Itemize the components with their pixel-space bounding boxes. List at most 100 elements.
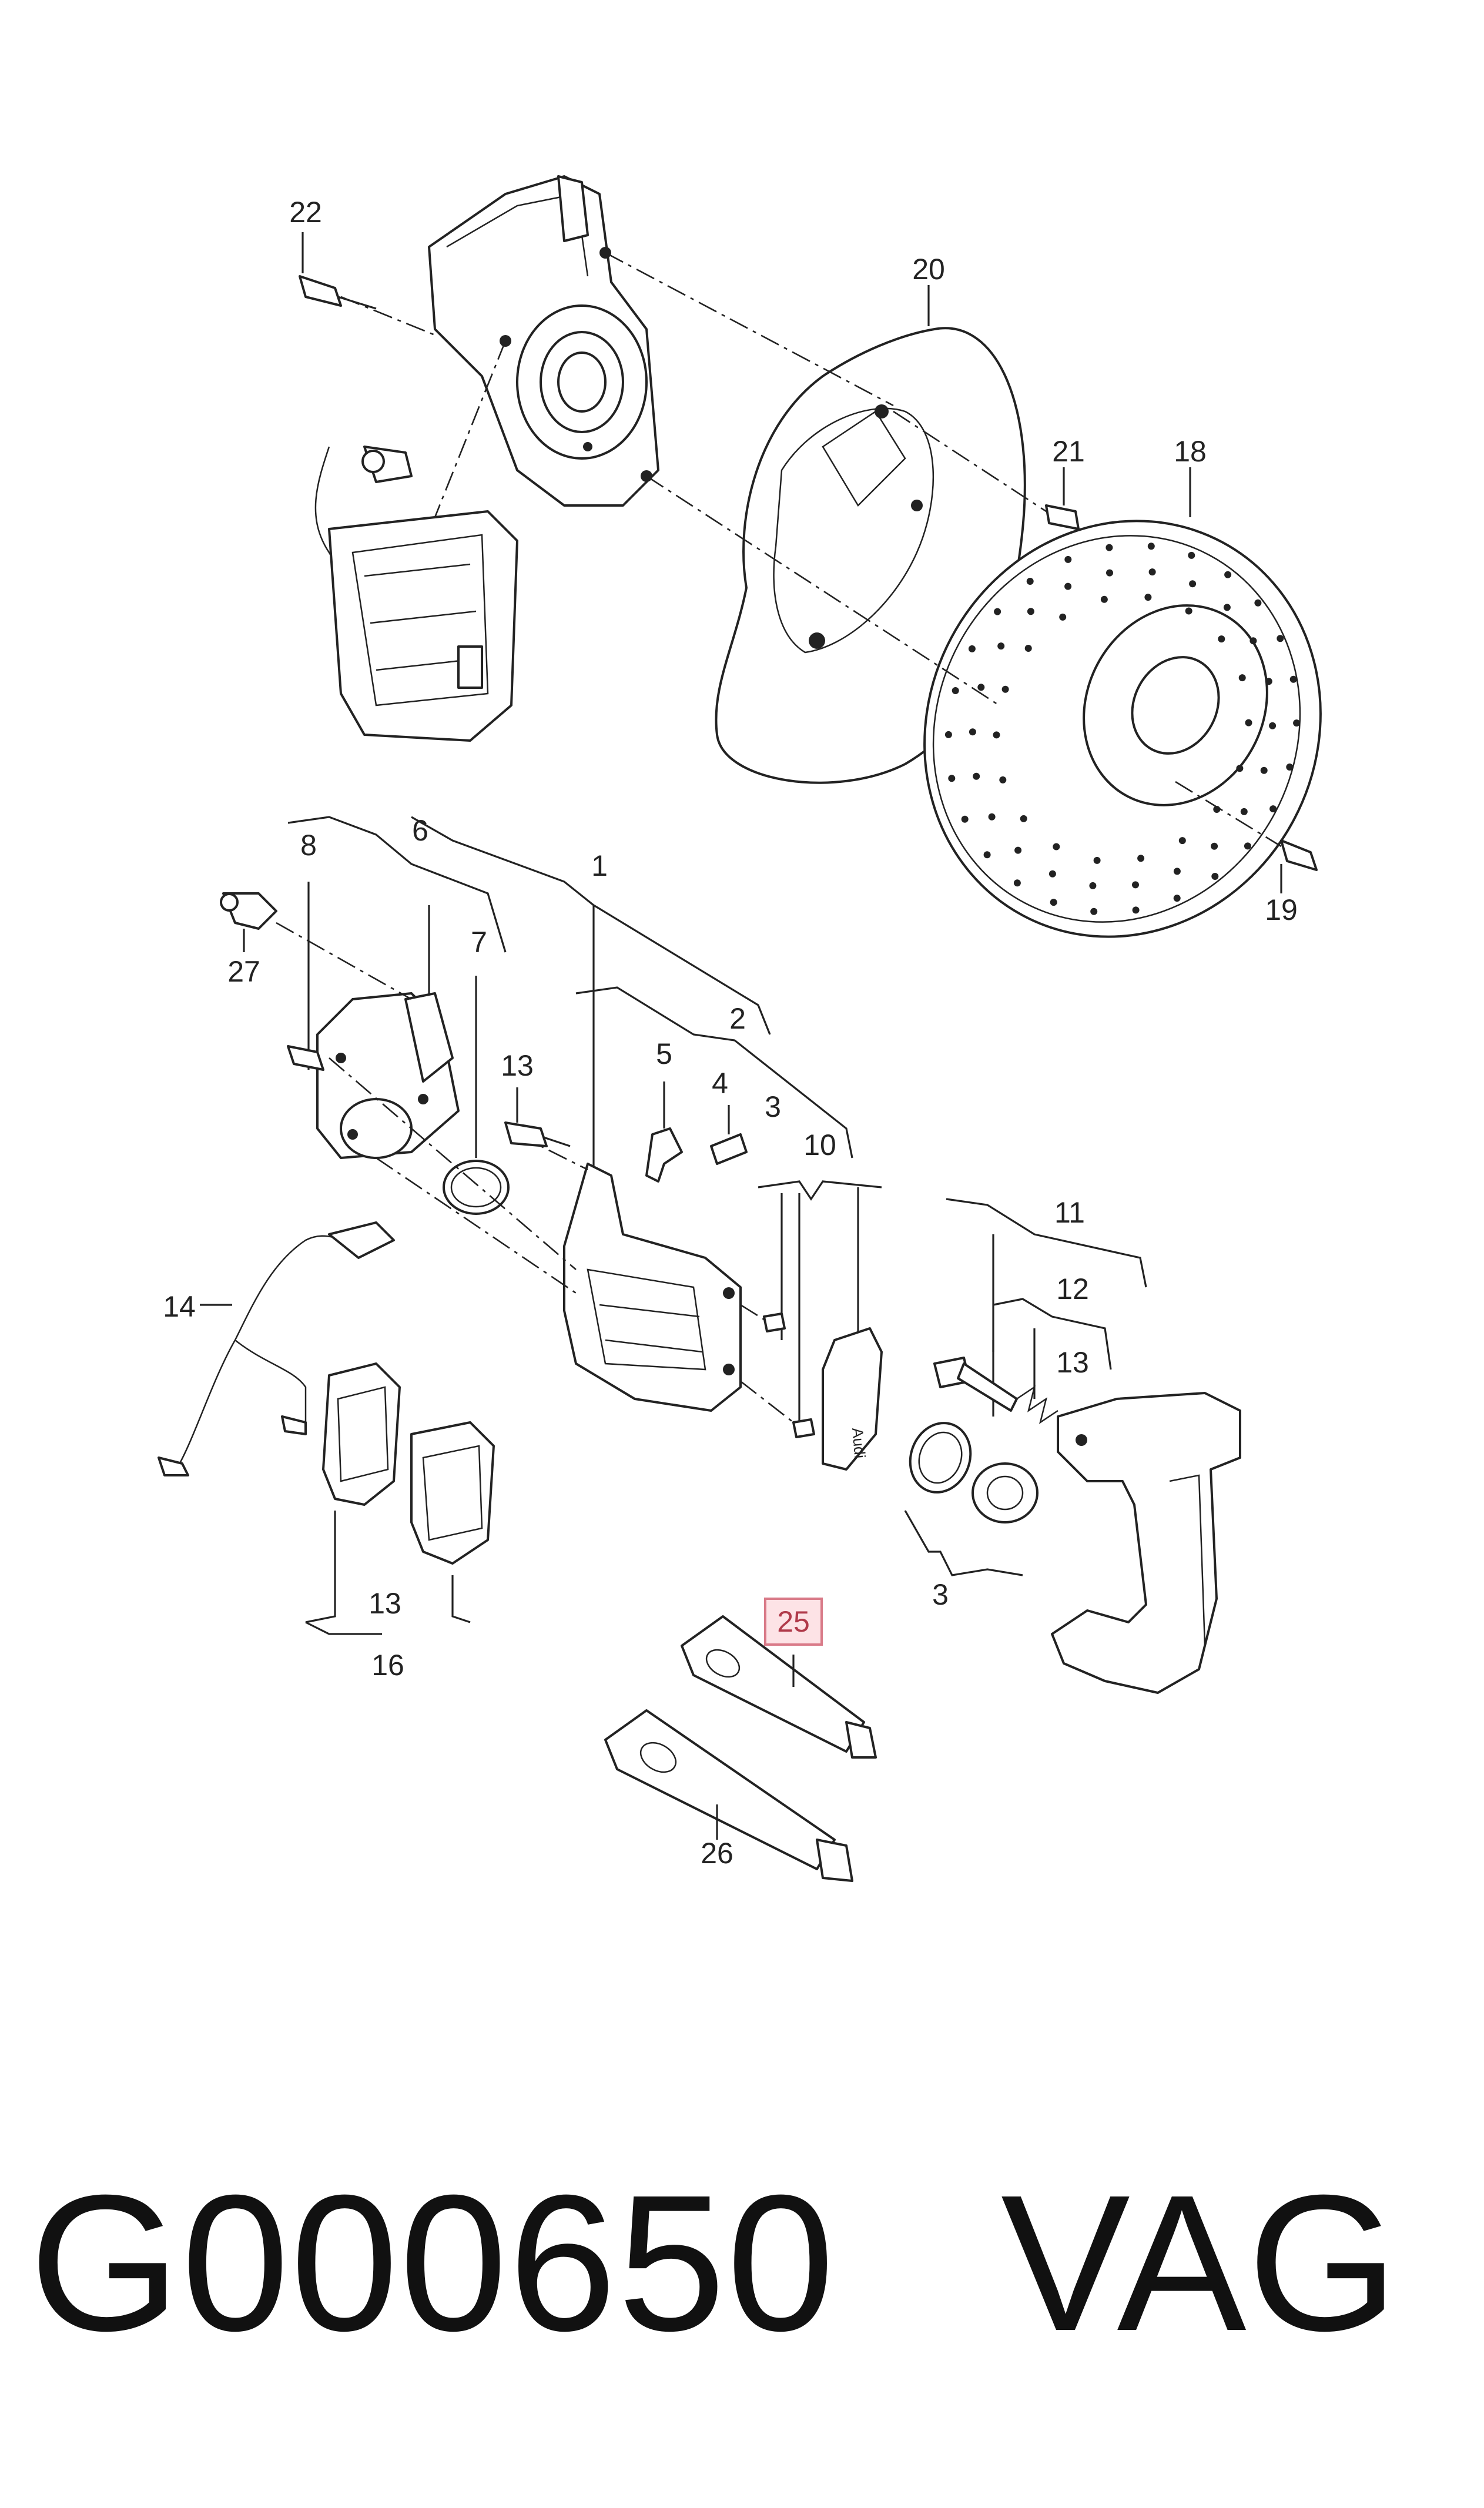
disc-hole [1178,837,1186,845]
brake-assembly-diagram: Audi [158,175,1322,1882]
bolt-icon [504,1121,571,1147]
disc-hole [1013,879,1021,887]
disc-hole [1132,906,1140,914]
disc-hole [969,728,976,736]
disc-hole [1223,604,1231,611]
callout-3-middle: 3 [765,1090,781,1123]
steering-knuckle-icon [428,175,659,507]
brake-pad-icon: Audi [822,1327,883,1471]
disc-hole [1286,764,1294,771]
bleed-valve-icon [645,1081,748,1183]
disc-hole [1244,842,1251,850]
disc-hole [1289,675,1297,683]
disc-hole [1064,555,1072,563]
disc-hole [968,645,976,652]
callout-25: 25 [777,1605,810,1638]
disc-hole [961,815,969,823]
callout-19: 19 [1265,893,1298,926]
callout-10: 10 [803,1129,836,1161]
disc-hole [1048,870,1056,878]
brake-pad-icon [322,1362,495,1565]
disc-hole [1064,582,1072,590]
grease-tube-icon [604,1709,853,1882]
callout-12: 12 [1056,1273,1089,1305]
callout-26: 26 [701,1837,733,1870]
disc-hole [973,772,980,780]
disc-hole [1148,568,1156,576]
disc-hole [1059,613,1067,621]
disc-hole [1100,595,1108,603]
disc-hole [1224,571,1232,578]
disc-hole [1293,719,1301,727]
disc-hole [1053,843,1060,850]
o-ring-icon [443,1160,510,1215]
part-number: G000650 [29,2154,836,2371]
disc-hole [983,851,991,859]
callout-4: 4 [712,1067,728,1100]
callout-27: 27 [227,955,260,988]
disc-hole [1014,846,1022,854]
disc-hole [1132,881,1139,889]
callout-16: 16 [371,1649,404,1682]
seal-ring-icon [909,1422,972,1494]
disc-hole [1218,635,1225,643]
callout-8: 8 [300,829,317,862]
brake-caliper-icon [563,1163,742,1412]
disc-hole [1173,895,1181,902]
callout-1: 1 [591,849,608,882]
highlighted-callout-25[interactable]: 25 [764,1598,823,1646]
caliper-bracket-icon [1051,1392,1241,1694]
disc-hole [988,813,996,821]
brake-disc-icon [923,520,1322,938]
disc-hole [1050,899,1057,906]
disc-hole [1269,805,1277,813]
callout-6: 6 [412,814,428,847]
disc-hole [1185,607,1192,615]
disc-hole [1173,868,1181,875]
brand: VAG [1000,2154,1400,2371]
disc-hole [1260,766,1268,774]
callout-18: 18 [1174,435,1207,468]
disc-hole [1106,544,1113,551]
bolt-icon [287,1045,324,1071]
callout-13-middle: 13 [501,1049,534,1082]
disc-hole [1106,569,1113,577]
boot-icon [972,1462,1039,1523]
bolt-icon [299,275,1318,871]
disc-hole [1254,599,1262,607]
callout-13-pads: 13 [369,1587,401,1620]
disc-hole [1249,637,1257,645]
disc-hole [997,642,1005,650]
disc-hole [1240,808,1248,815]
disc-hole [1026,578,1034,585]
disc-hole [1189,580,1197,588]
bolt-icon [933,1357,1018,1412]
disc-hole [1144,594,1152,601]
disc-hole [1089,882,1097,889]
disc-hole [1093,856,1101,864]
wear-sensor-icon [158,1221,395,1476]
disc-hole [1211,842,1218,850]
disc-hole [993,731,1000,739]
disc-hole [1020,815,1027,822]
disc-hole [1188,551,1195,559]
callout-11: 11 [1054,1196,1085,1229]
wear-sensor-icon [220,892,277,930]
disc-hole [1245,719,1252,726]
callout-13-right: 13 [1056,1346,1089,1379]
brake-caliper-icon [316,992,460,1159]
disc-hole [977,684,985,691]
wear-sensor-icon [314,446,413,635]
callout-14: 14 [163,1290,196,1323]
disc-hole [1090,908,1098,915]
grease-tube-icon [681,1615,877,1759]
disc-hole [944,731,952,738]
callout-22: 22 [289,196,322,229]
disc-hole [1027,608,1034,615]
callout-2: 2 [729,1002,746,1035]
disc-hole [1277,635,1284,642]
callout-21: 21 [1052,435,1085,468]
callout-20: 20 [912,253,945,286]
disc-hole [1137,855,1145,862]
brake-caliper-icon [328,510,518,742]
